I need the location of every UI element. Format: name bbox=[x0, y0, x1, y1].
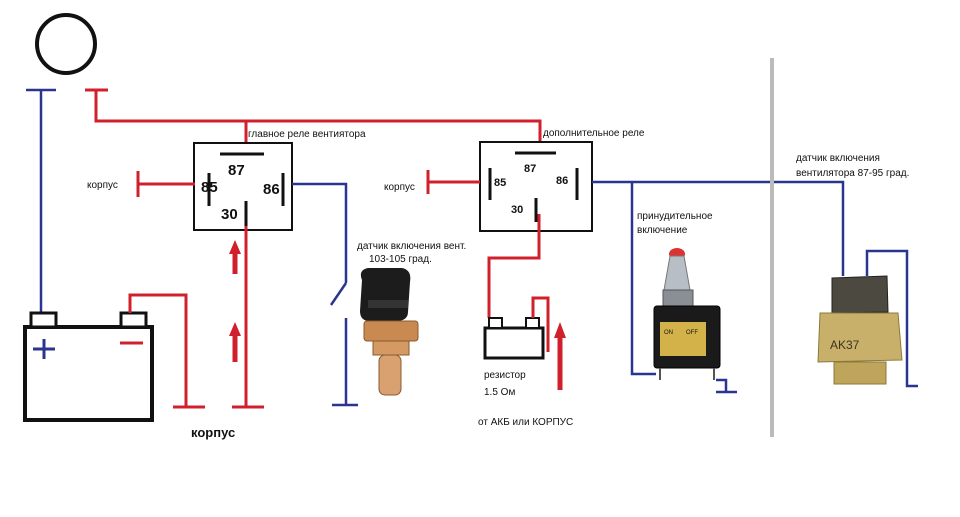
fan-sensor-connector-icon bbox=[831, 275, 889, 314]
aux-relay-pin-85: 85 bbox=[494, 177, 506, 189]
battery bbox=[23, 311, 154, 422]
main-relay-pin-87: 87 bbox=[228, 162, 245, 179]
toggle-label-line1: принудительное bbox=[637, 211, 713, 222]
battery-ground-label: корпус bbox=[191, 425, 235, 440]
resistor: резистор 1.5 Ом от АКБ или КОРПУС bbox=[478, 296, 573, 428]
fan-motor-symbol bbox=[35, 13, 97, 75]
aux-relay-ground-wire: корпус bbox=[384, 170, 480, 194]
resistor-body bbox=[483, 326, 545, 360]
toggle-lever-icon bbox=[663, 255, 691, 291]
main-relay-ground-wire: корпус bbox=[87, 171, 195, 197]
aux-relay-86-wire bbox=[592, 180, 845, 376]
sensor-connector-icon bbox=[360, 268, 411, 321]
main-relay-pin-30: 30 bbox=[221, 206, 238, 223]
battery-terminal-plus bbox=[29, 311, 58, 329]
fan-positive-wire bbox=[85, 88, 542, 150]
resistor-source-label: от АКБ или КОРПУС bbox=[478, 417, 573, 428]
fan-ground-wire bbox=[26, 88, 56, 312]
main-relay-title: главное реле вентиятора bbox=[248, 129, 366, 140]
toggle-plate-on: ON bbox=[664, 330, 673, 336]
aux-relay: 87 85 86 30 дополнительное реле bbox=[479, 128, 645, 232]
battery-ground-wire: корпус bbox=[128, 293, 235, 440]
toggle-switch: принудительное включение ON OFF bbox=[637, 211, 737, 394]
battery-terminal-minus bbox=[119, 311, 148, 329]
main-relay-pin-85: 85 bbox=[201, 179, 218, 196]
toggle-label-line2: включение bbox=[637, 225, 688, 236]
sensor-main-label-line1: датчик включения вент. bbox=[357, 241, 466, 252]
main-relay-ground-label: корпус bbox=[87, 180, 118, 191]
temp-sensor-main: датчик включения вент. 103-105 град. bbox=[357, 241, 466, 396]
sensor-fan-label-line1: датчик включения bbox=[796, 153, 880, 164]
resistor-label-line1: резистор bbox=[484, 370, 526, 381]
aux-relay-pin-87: 87 bbox=[524, 163, 536, 175]
aux-relay-pin-30: 30 bbox=[511, 204, 523, 216]
sensor-fan-label-line2: вентилятора 87-95 град. bbox=[796, 168, 909, 179]
resistor-label-line2: 1.5 Ом bbox=[484, 387, 515, 398]
aux-relay-pin-86: 86 bbox=[556, 175, 568, 187]
sensor-fan-marking: AK37 bbox=[830, 338, 860, 352]
current-arrows-left bbox=[229, 240, 241, 362]
aux-relay-ground-label: корпус bbox=[384, 182, 415, 193]
aux-relay-title: дополнительное реле bbox=[543, 128, 645, 139]
current-arrow-resistor bbox=[554, 322, 566, 390]
battery-body bbox=[23, 325, 154, 422]
main-relay: 87 85 86 30 главное реле вентиятора bbox=[193, 129, 366, 231]
main-relay-sensor-wire bbox=[292, 182, 358, 407]
sensor-main-label-line2: 103-105 град. bbox=[369, 254, 432, 265]
aux-relay-30-wire bbox=[487, 214, 541, 318]
main-relay-30-wire bbox=[232, 226, 264, 409]
main-relay-pin-86: 86 bbox=[263, 181, 280, 198]
temp-sensor-fan: датчик включения вентилятора 87-95 град.… bbox=[796, 153, 918, 388]
toggle-plate-off: OFF bbox=[686, 330, 698, 336]
